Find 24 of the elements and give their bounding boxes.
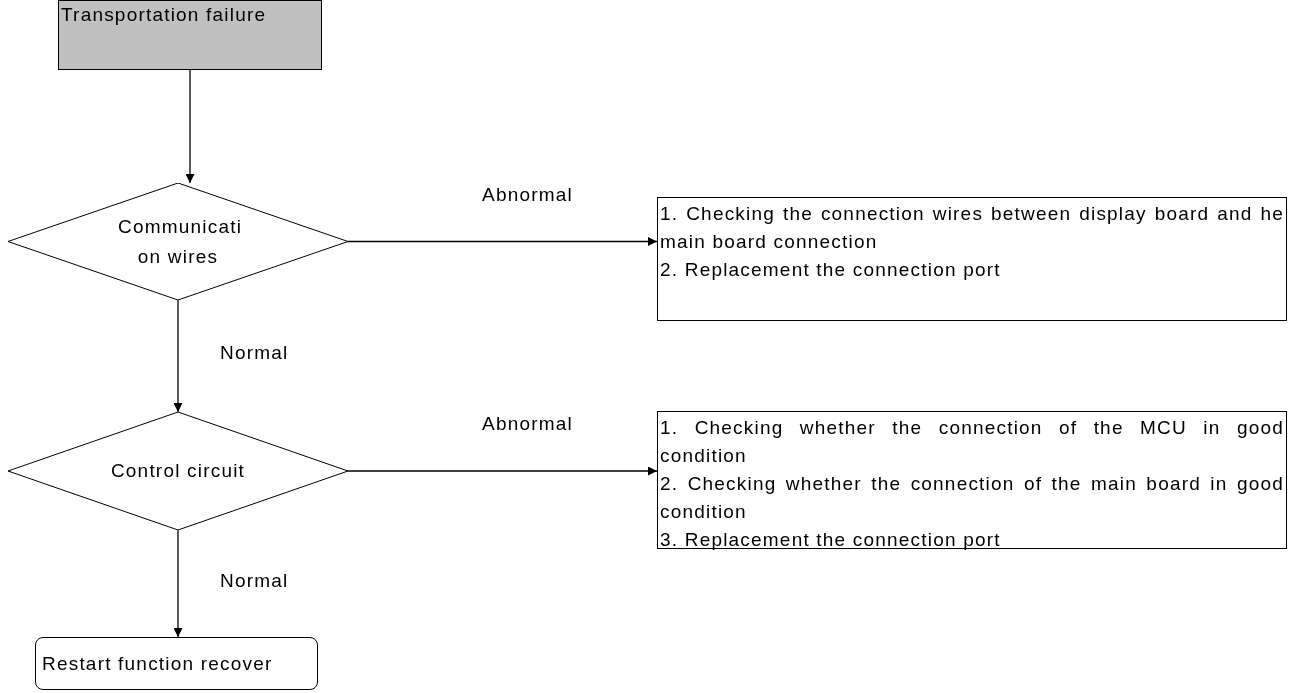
node-text: Restart function recover <box>42 652 274 676</box>
arrow <box>347 237 658 246</box>
node-text: 1. Checking the connection wires between display board and he main board connection <box>660 202 1284 254</box>
decision-diamond <box>8 183 348 300</box>
arrow <box>173 299 183 413</box>
node-text: 3. Replacement the connection port <box>660 528 1002 552</box>
node-text: 1. Checking whether the connection of the MCU in good condition <box>660 416 1284 468</box>
decision-diamond <box>8 412 348 530</box>
edge-label: Abnormal <box>482 413 573 435</box>
terminal-box <box>35 637 318 690</box>
node-text: Transportation failure <box>61 3 268 27</box>
node-text: Control circuit <box>109 459 247 483</box>
edge-label: Normal <box>220 569 289 592</box>
arrow <box>185 69 195 184</box>
edge-label: Normal <box>220 342 289 364</box>
arrow <box>347 466 658 476</box>
arrow <box>173 529 183 638</box>
edge-label: Abnormal <box>482 183 573 206</box>
process-box <box>657 411 1287 549</box>
process-box <box>657 197 1287 321</box>
node-text: Communicati on wires <box>118 214 238 269</box>
node-text: 2. Checking whether the connection of the main board in good condition <box>660 472 1284 524</box>
process-box <box>58 0 322 70</box>
node-text: 2. Replacement the connection port <box>660 258 1002 282</box>
